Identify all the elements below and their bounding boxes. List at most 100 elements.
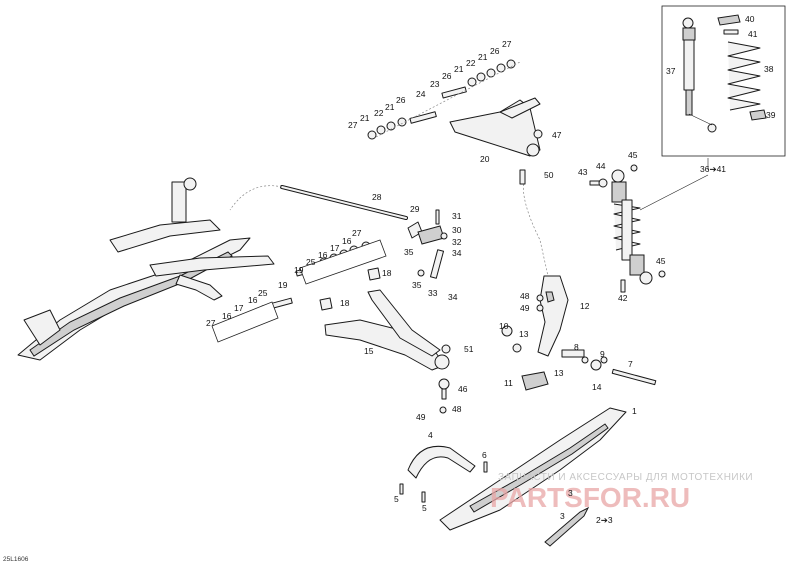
callout: 34 <box>452 248 462 258</box>
shock-nut-45a[interactable] <box>630 164 638 172</box>
shock-bolt-42[interactable] <box>620 279 626 293</box>
bolt-7[interactable] <box>611 368 657 386</box>
callout: 45 <box>628 150 638 160</box>
callout: 28 <box>372 192 382 202</box>
callout: 23 <box>430 79 440 89</box>
callout: 2➔3 <box>596 515 613 525</box>
callout: 21 <box>360 113 370 123</box>
nut-48a[interactable] <box>439 406 447 414</box>
coil-spring-38[interactable] <box>727 41 761 111</box>
callout: 21 <box>478 52 488 62</box>
nut-49b[interactable] <box>536 304 544 312</box>
callout: 15 <box>364 346 374 356</box>
callout: 37 <box>666 66 676 76</box>
bushing-10[interactable] <box>501 325 513 337</box>
callout: 5 <box>422 503 427 513</box>
callout: 17 <box>234 303 244 313</box>
callout: 27 <box>502 39 512 49</box>
bolt-5a[interactable] <box>399 483 404 495</box>
callout: 7 <box>628 359 633 369</box>
callout: 31 <box>452 211 462 221</box>
callout: 9 <box>600 349 605 359</box>
callout: 16 <box>222 311 232 321</box>
callout: 48 <box>520 291 530 301</box>
callout: 8 <box>574 342 579 352</box>
callout: 14 <box>592 382 602 392</box>
bumper-41[interactable] <box>723 29 739 35</box>
callout: 21 <box>385 102 395 112</box>
ski-runner-3[interactable] <box>544 506 590 547</box>
callout: 34 <box>448 292 458 302</box>
ski-handle-4[interactable] <box>407 445 476 479</box>
nut-9[interactable] <box>600 356 608 364</box>
callout: 3 <box>568 488 573 498</box>
sleeve-8[interactable] <box>561 349 585 358</box>
spindle-12[interactable] <box>537 275 569 357</box>
callout: 47 <box>552 130 562 140</box>
watermark-tagline: ЗАПЧАСТИ И АКСЕССУАРЫ ДЛЯ МОТОТЕХНИКИ <box>498 472 753 483</box>
callout: 32 <box>452 237 462 247</box>
callout: 21 <box>454 64 464 74</box>
callout: 40 <box>745 14 755 24</box>
bumper-11[interactable] <box>521 371 549 391</box>
callout: 16 <box>248 295 258 305</box>
callout: 13 <box>554 368 564 378</box>
watermark-logo: PARTSFOR.RU <box>490 482 690 513</box>
bolt-5b[interactable] <box>421 491 426 503</box>
nut-48b[interactable] <box>536 294 544 302</box>
callout: 42 <box>618 293 628 303</box>
callout: 6 <box>482 450 487 460</box>
callout: 22 <box>466 58 476 68</box>
callout: 49 <box>416 412 426 422</box>
upper-bushing-row-front <box>367 111 437 140</box>
callout: 11 <box>504 378 513 388</box>
callout: 10 <box>499 321 509 331</box>
bushing-18b[interactable] <box>367 267 381 281</box>
callout: 33 <box>428 288 438 298</box>
callout: 1 <box>632 406 637 416</box>
washer-13b[interactable] <box>581 356 589 364</box>
callout: 18 <box>382 268 392 278</box>
shock-absorber-37[interactable] <box>682 17 717 133</box>
ball-joint-46[interactable] <box>438 378 450 400</box>
callout: 48 <box>452 404 462 414</box>
callout: 19 <box>294 265 304 275</box>
shock-washer-44[interactable] <box>598 178 608 188</box>
callout: 45 <box>656 256 666 266</box>
callout: 39 <box>766 110 776 120</box>
watermark: ЗАПЧАСТИ И АКСЕССУАРЫ ДЛЯ МОТОТЕХНИКИ PA… <box>490 472 753 513</box>
spring-retainer-40[interactable] <box>717 14 741 26</box>
callout: 38 <box>764 64 774 74</box>
callout: 4 <box>428 430 433 440</box>
assembled-front-suspension <box>17 177 275 361</box>
upper-a-arm-20[interactable] <box>449 97 541 157</box>
callout: 35 <box>404 247 414 257</box>
upper-bushing-row-rear <box>441 59 516 99</box>
retaining-ring-51[interactable] <box>441 344 451 354</box>
callout: 26 <box>396 95 406 105</box>
callout: 50 <box>544 170 554 180</box>
callout: 25 <box>258 288 268 298</box>
spring-collar-39[interactable] <box>749 109 767 121</box>
callout: 36➔41 <box>700 164 726 174</box>
lower-a-arm-15[interactable] <box>324 289 450 371</box>
bolt-50[interactable] <box>519 169 526 185</box>
callout: 26 <box>442 71 452 81</box>
callout: 49 <box>520 303 530 313</box>
bushing-18a[interactable] <box>319 297 333 311</box>
callout: 20 <box>480 154 490 164</box>
callout: 19 <box>278 280 288 290</box>
sway-bar-28[interactable] <box>280 185 408 220</box>
washer-14[interactable] <box>590 359 602 371</box>
washer-13a[interactable] <box>512 343 522 353</box>
shock-nut-45b[interactable] <box>658 270 666 278</box>
retaining-ring-47[interactable] <box>533 129 543 139</box>
shock-detail-inset <box>661 5 786 157</box>
ski-1[interactable] <box>439 407 627 531</box>
callout: 18 <box>340 298 350 308</box>
bolt-6[interactable] <box>483 461 488 473</box>
callout: 29 <box>410 204 420 214</box>
front-shock-assembly[interactable] <box>611 169 653 285</box>
callout: 12 <box>580 301 590 311</box>
